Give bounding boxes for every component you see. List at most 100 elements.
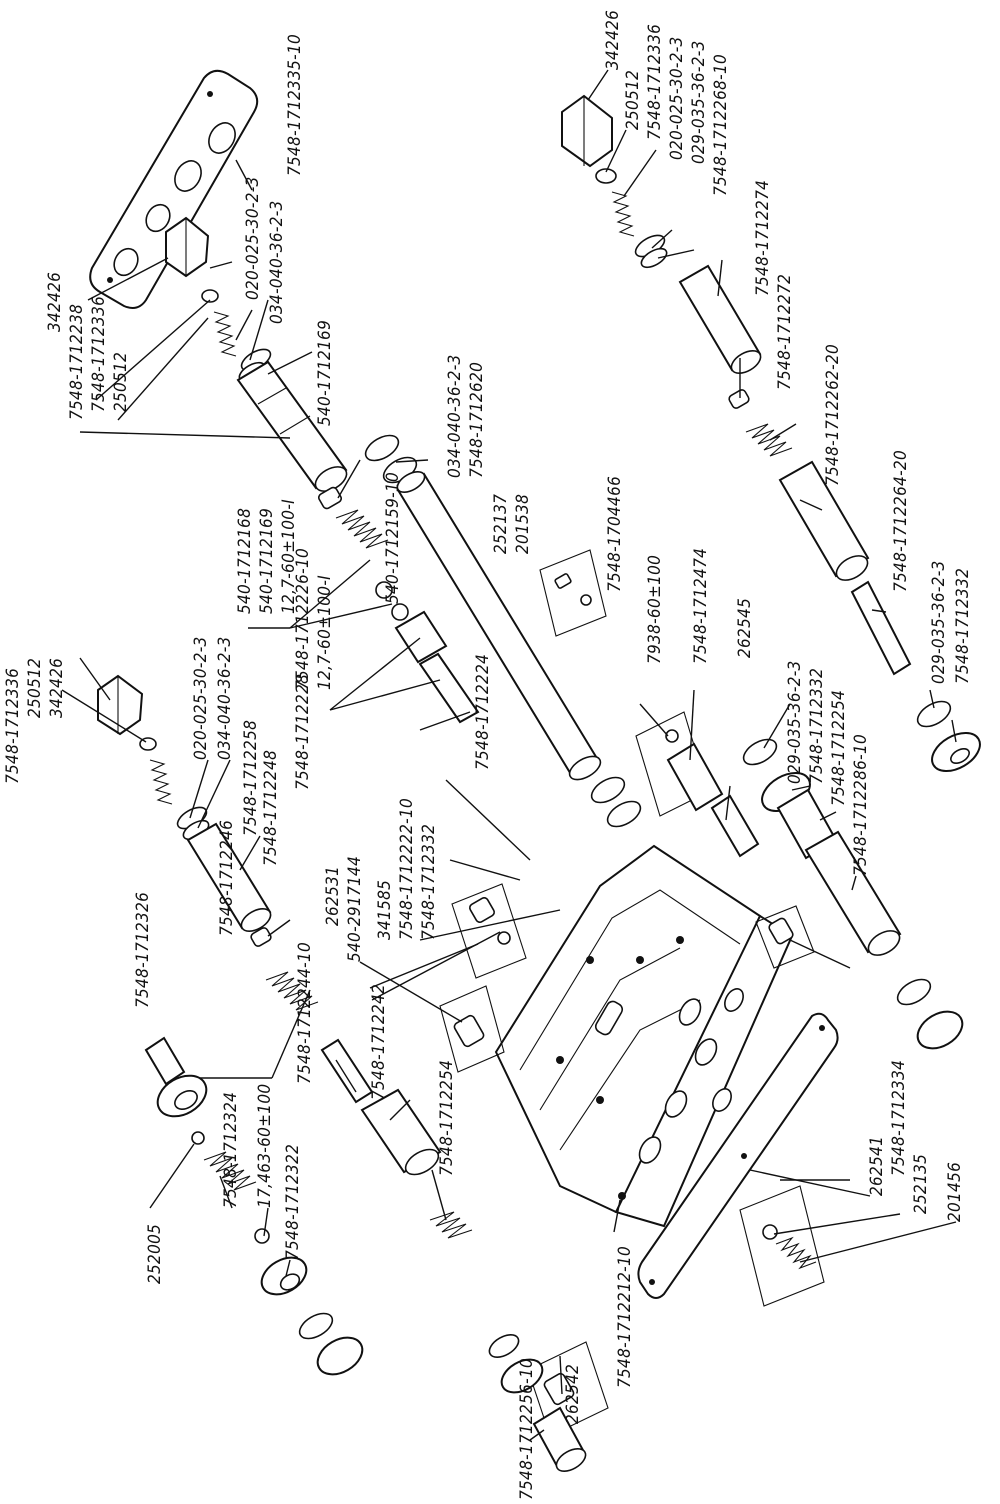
label-7938-60-100: 7938-60±100 [645, 555, 665, 664]
spring-7548-1712262-20 [745, 423, 793, 457]
ball-7938-60 [665, 729, 679, 743]
label-7548-1712332-right: 7548-1712332 [953, 568, 973, 684]
housing-port [664, 1090, 688, 1118]
stem-7548-1712326 [144, 1036, 186, 1086]
o-ring-tube-lower [590, 776, 626, 804]
label-7548-1712332-mid: 7548-1712332 [807, 668, 827, 784]
spool-7548-1712244-10 [320, 1038, 374, 1104]
label-034-040-36-tube: 034-040-36-2-3 [445, 354, 465, 478]
ring-252005 [191, 1131, 205, 1145]
inset-box-262541 [755, 905, 815, 969]
housing-hole [586, 956, 594, 964]
label-250512-left: 250512 [25, 658, 45, 718]
housing-port [724, 988, 744, 1012]
label-540-1712168: 540-1712168 [235, 508, 255, 614]
far-left-lower-chain [144, 1036, 364, 1376]
label-12-7-60-b: 12,7-60±100-I [315, 575, 335, 690]
label-7548-1712244-10: 7548-1712244-10 [295, 942, 315, 1084]
sleeve-bore-right [867, 930, 901, 956]
valve-bore-left [240, 908, 272, 932]
plug-bore [174, 1090, 198, 1110]
housing-port [712, 1088, 732, 1112]
spring-7548-1712324-b [203, 1151, 257, 1191]
label-342426-top-left: 342426 [45, 272, 65, 332]
label-7548-1712620: 7548-1712620 [467, 362, 487, 478]
housing-hole-bottom [618, 1192, 626, 1200]
inset-bolt-boxes [439, 883, 825, 1437]
valve-body-housing-7548-1712212-10 [494, 844, 794, 1228]
label-7548-1712286-10: 7548-1712286-10 [851, 734, 871, 876]
label-540-2917144: 540-2917144 [345, 856, 365, 962]
label-252137: 252137 [491, 494, 511, 554]
plunger-7548-1712246 [250, 927, 272, 947]
label-7548-1712238: 7548-1712238 [67, 304, 87, 420]
o-ring-029-035-right [640, 247, 668, 269]
plunger-7548-1712272 [728, 389, 750, 409]
ball-17-463 [254, 1228, 270, 1244]
housing-channel [519, 889, 741, 1071]
cap-lower-center [500, 1358, 544, 1394]
label-7548-1712336-left: 7548-1712336 [3, 668, 23, 784]
housing-slot [594, 1000, 624, 1036]
washer-250512-right [595, 168, 617, 184]
stem-right [850, 580, 912, 676]
plug-262545 [710, 794, 760, 858]
inset-box-341585 [451, 883, 527, 979]
housing-port [678, 998, 702, 1026]
gasket-plate [637, 1012, 839, 1299]
plate-hole [741, 1153, 747, 1159]
leader-lines [61, 69, 957, 1441]
label-7548-1712228: 7548-1712228 [293, 674, 313, 790]
housing-channel [539, 947, 681, 1111]
label-7548-1712335-10: 7548-1712335-10 [285, 34, 305, 176]
label-029-035-36-mid: 029-035-36-2-3 [785, 660, 805, 784]
housing-hole [596, 1096, 604, 1104]
right-middle-valve-chain [635, 711, 964, 1050]
label-7548-1712224: 7548-1712224 [473, 654, 493, 770]
housing-hole [676, 936, 684, 944]
plate-window-middle [174, 160, 202, 192]
housing-port [694, 1038, 718, 1066]
spool-7548-1712228 [394, 610, 448, 664]
lower-floating-parts [488, 1334, 587, 1472]
valve-groove [257, 387, 287, 405]
plate-screw-hole [207, 91, 213, 97]
housing-channel [559, 999, 701, 1151]
plate-window-lower [145, 203, 171, 233]
label-7548-1712272: 7548-1712272 [775, 274, 795, 390]
inset-box-262542 [527, 1341, 609, 1437]
label-020-025-30-right: 020-025-30-2-3 [667, 36, 687, 160]
bolt-262542 [543, 1372, 575, 1406]
ball-12-7 [375, 581, 393, 599]
bolt-262531 [453, 1014, 485, 1048]
valve-7548-1712474 [666, 742, 724, 812]
label-7548-1712226-10: 7548-1712226-10 [293, 548, 313, 690]
hex-nut-342426-right [561, 94, 613, 168]
o-ring-lower-right [896, 978, 932, 1006]
bolt-252137 [554, 573, 572, 589]
o-ring-029-035-mid [742, 738, 778, 766]
bolt-201456 [775, 1236, 817, 1270]
bolt-341585 [469, 897, 495, 923]
label-7548-1712322: 7548-1712322 [283, 1144, 303, 1260]
plate-window-upper [208, 122, 236, 154]
label-7548-1712336-top-left: 7548-1712336 [89, 296, 109, 412]
label-7548-1712262-20: 7548-1712262-20 [823, 344, 843, 486]
o-ring-029-035-far-right [916, 700, 952, 728]
end-cap-lower-left [316, 1336, 364, 1376]
label-252135: 252135 [911, 1154, 931, 1214]
label-540-1712159-10: 540-1712159-10 [383, 472, 403, 604]
bolt-262541 [768, 917, 794, 945]
washer-252135 [762, 1224, 778, 1240]
label-7548-1712222-10: 7548-1712222-10 [397, 798, 417, 940]
label-262541: 262541 [867, 1136, 887, 1196]
valve-bore-right [730, 350, 762, 374]
label-029-035-36-right-low: 029-035-36-2-3 [929, 560, 949, 684]
label-7548-1712332-center: 7548-1712332 [419, 824, 439, 940]
label-262545: 262545 [735, 598, 755, 658]
plate-hole [819, 1025, 825, 1031]
label-7548-1712474: 7548-1712474 [691, 548, 711, 664]
washer-341585 [497, 931, 511, 945]
sleeve-7548-1712286-10 [804, 830, 902, 954]
label-252005: 252005 [145, 1224, 165, 1284]
